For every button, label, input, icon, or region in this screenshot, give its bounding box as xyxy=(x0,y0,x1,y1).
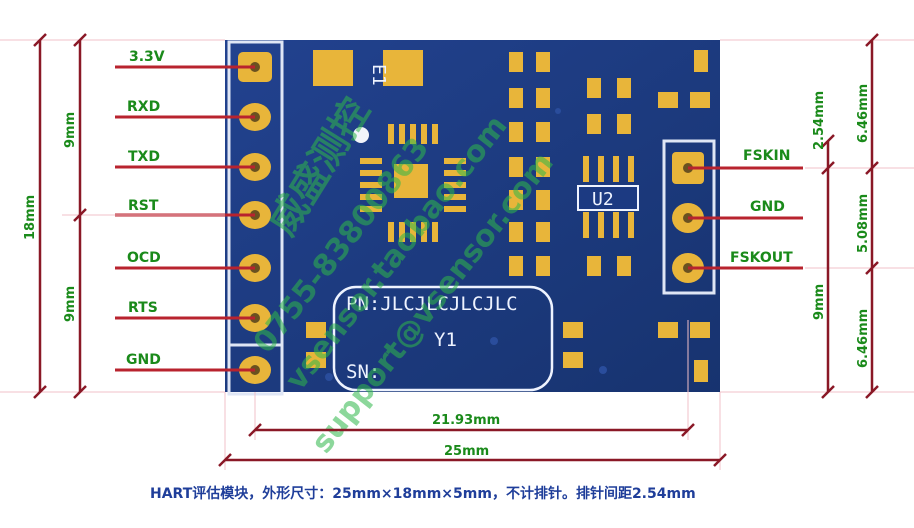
caption: HART评估模块，外形尺寸：25mm×18mm×5mm，不计排针。排针间距2.5… xyxy=(150,485,696,502)
right-pin-traces xyxy=(688,166,803,270)
bottom-dimension-lines xyxy=(218,320,727,470)
dim-label-right-pitch-2-54mm: 2.54mm xyxy=(812,91,827,150)
qfn-left-pins xyxy=(360,158,382,212)
pin-label-3v3: 3.3V xyxy=(129,49,165,65)
left-pin-labels: 3.3V RXD TXD RST OCD RTS GND xyxy=(126,49,165,368)
u2-body xyxy=(577,185,639,211)
pin-label-ocd: OCD xyxy=(127,250,161,266)
qfn-right-pins xyxy=(444,158,466,212)
qfn-chip-footprint xyxy=(353,124,466,242)
y1-label: Y1 xyxy=(434,329,457,351)
pin-label-gnd-left: GND xyxy=(126,352,161,368)
dim-label-right-bottom-6-46mm: 6.46mm xyxy=(856,309,871,368)
right-dimension-lines xyxy=(720,33,914,399)
e1-pad xyxy=(383,50,423,86)
y1-crystal: PN:JLCJLCJLCJLC Y1 SN: xyxy=(332,285,554,392)
dim-label-left-top-9mm: 9mm xyxy=(63,112,78,148)
left-dimension-lines xyxy=(0,33,225,399)
dim-label-right-top-6-46mm: 6.46mm xyxy=(856,84,871,143)
qfn-bottom-pins xyxy=(388,222,438,242)
pn-label: PN:JLCJLCJLCJLC xyxy=(346,293,518,315)
y1-outline xyxy=(332,285,554,392)
pin-label-gnd-right: GND xyxy=(750,199,785,215)
dim-label-bottom-25mm: 25mm xyxy=(444,444,489,459)
e1-pad xyxy=(313,50,353,86)
pin-label-rst: RST xyxy=(128,198,159,214)
u2-label: U2 xyxy=(592,189,614,210)
e1-component: E1 xyxy=(313,50,423,86)
dim-label-bottom-21-93mm: 21.93mm xyxy=(432,413,500,428)
vias xyxy=(325,108,607,381)
pin-label-txd: TXD xyxy=(128,149,160,165)
u2-component: U2 xyxy=(577,156,639,238)
dim-label-left-bottom-9mm: 9mm xyxy=(63,286,78,322)
qfn-center-pad xyxy=(394,164,428,198)
sn-label: SN: xyxy=(346,361,380,383)
pin-label-fskin: FSKIN xyxy=(743,148,790,164)
e1-label: E1 xyxy=(368,64,389,86)
pin-label-fskout: FSKOUT xyxy=(730,250,793,266)
pin-label-rts: RTS xyxy=(128,300,158,316)
qfn-pin1-dot xyxy=(353,127,369,143)
right-pin-labels: FSKIN GND FSKOUT xyxy=(730,148,793,266)
smd-pad-grid xyxy=(306,50,710,382)
dim-label-right-9mm: 9mm xyxy=(812,284,827,320)
pin-label-rxd: RXD xyxy=(127,99,160,115)
dim-label-right-mid-5-08mm: 5.08mm xyxy=(856,194,871,253)
dim-label-left-total-18mm: 18mm xyxy=(23,195,38,240)
qfn-top-pins xyxy=(388,124,438,144)
